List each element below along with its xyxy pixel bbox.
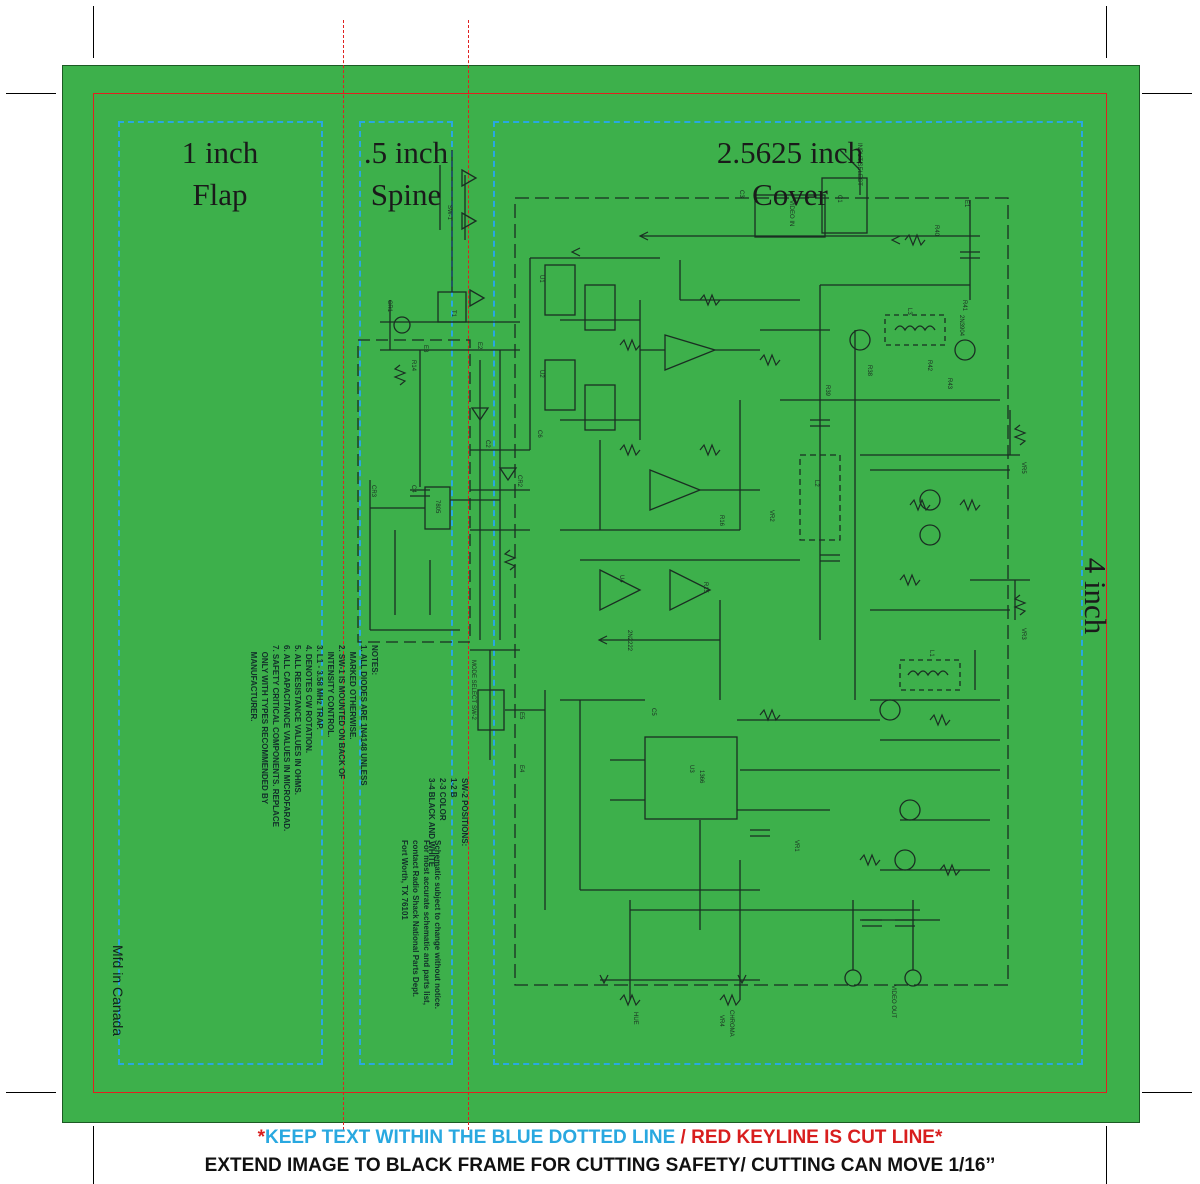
schematic-label: VR5: [1020, 462, 1026, 474]
bleed-area: [62, 65, 1140, 1123]
schematic-label: E1: [963, 200, 969, 208]
cover-width-text: 2.5625 inch: [716, 135, 864, 170]
safe-area-cover: [493, 121, 1083, 1065]
schematic-label: C6: [536, 430, 542, 438]
schematic-label: U4: [618, 575, 624, 583]
spine-title-text: Spine: [370, 177, 442, 212]
spine-width-text: .5 inch: [363, 135, 449, 170]
footer-instruction-line-1: *KEEP TEXT WITHIN THE BLUE DOTTED LINE /…: [0, 1127, 1200, 1149]
schematic-label: CR2: [516, 475, 522, 488]
crop-mark-left-top: [6, 93, 56, 94]
schematic-label: INPUT SELECT: [856, 143, 862, 186]
schematic-label: MODE SELECT: [470, 660, 476, 703]
flap-label: 1 inch Flap: [120, 132, 320, 216]
schematic-notes: NOTES: 1. ALL DIODES ARE 1N4148 UNLESS M…: [249, 645, 379, 832]
safe-area-spine: [359, 121, 453, 1065]
schematic-label: E3: [422, 345, 428, 353]
schematic-label: CHROMA: [728, 1010, 734, 1037]
footer-blue-instruction: KEEP TEXT WITHIN THE BLUE DOTTED LINE: [265, 1127, 676, 1148]
schematic-label: R43: [946, 378, 952, 390]
schematic-label: R38: [866, 365, 872, 377]
schematic-label: E2: [476, 342, 482, 350]
schematic-label: VIDEO IN: [788, 200, 794, 226]
schematic-label: U1: [538, 275, 544, 283]
footer-star-open: *: [257, 1127, 265, 1148]
crop-mark-right-bottom: [1142, 1092, 1192, 1093]
schematic-label: R16: [718, 515, 724, 527]
schematic-label: C2: [484, 440, 490, 448]
footer-star-close: *: [934, 1127, 943, 1148]
schematic-label: HUE: [632, 1012, 638, 1025]
schematic-label: VR3: [1020, 628, 1026, 640]
schematic-label: L1: [928, 650, 934, 657]
schematic-label: E4: [518, 765, 524, 773]
schematic-label: E5: [518, 712, 524, 720]
schematic-label: CR1: [386, 300, 392, 313]
schematic-label: R42: [926, 360, 932, 372]
fold-line-spine-cover: [468, 20, 469, 1130]
schematic-label: CR3: [370, 485, 376, 498]
spine-label: .5 inch Spine: [352, 132, 460, 216]
crop-mark-right-top: [1142, 93, 1192, 94]
fold-line-flap-spine: [343, 20, 344, 1130]
schematic-label: L3: [906, 308, 912, 315]
schematic-label: C4: [410, 485, 416, 493]
red-keyline: [93, 93, 1107, 1093]
cover-title-text: Cover: [752, 177, 828, 212]
schematic-label: 2N3904: [958, 315, 964, 337]
schematic-label: VR1: [793, 840, 799, 852]
schematic-label: 7805: [434, 500, 440, 514]
schematic-label: VR4: [718, 1015, 724, 1027]
crop-mark-bottom-right: [1106, 1126, 1107, 1184]
footer-red-instruction: / RED KEYLINE IS CUT LINE: [675, 1127, 935, 1148]
crop-mark-left-bottom: [6, 1092, 56, 1093]
schematic-label: R14: [410, 360, 416, 372]
cover-label: 2.5625 inch Cover: [640, 132, 940, 216]
schematic-disclaimer: Schematic subject to change without noti…: [400, 840, 442, 1009]
schematic-label: R39: [824, 385, 830, 397]
schematic-label: C5: [650, 708, 656, 716]
schematic-label: U2: [538, 370, 544, 378]
schematic-label: U3: [688, 765, 694, 773]
crop-mark-bottom-left: [93, 1126, 94, 1184]
schematic-label: VR2: [768, 510, 774, 522]
schematic-label: R41: [961, 300, 967, 312]
safe-area-flap: [118, 121, 323, 1065]
schematic-label: L2: [813, 480, 819, 487]
height-label: 4 inch: [1078, 557, 1113, 635]
schematic-label: R15: [702, 582, 708, 594]
schematic-label: R40: [933, 225, 939, 237]
crop-mark-top-left: [93, 6, 94, 58]
flap-title-text: Flap: [192, 177, 248, 212]
schematic-label: 2N2222: [626, 630, 632, 652]
schematic-label: C1: [836, 195, 842, 203]
schematic-label: 1366: [698, 770, 704, 784]
flap-width-text: 1 inch: [181, 135, 259, 170]
schematic-label: SW-2: [470, 705, 476, 721]
schematic-label: VIDEO OUT: [890, 985, 896, 1018]
schematic-label: T1: [450, 310, 456, 318]
crop-mark-top-right: [1106, 6, 1107, 58]
footer-instruction-line-2: EXTEND IMAGE TO BLACK FRAME FOR CUTTING …: [204, 1155, 996, 1176]
schematic-label: C3: [738, 190, 744, 198]
schematic-label: SW-1: [446, 205, 452, 221]
made-in-canada-text: Mfd in Canada: [110, 945, 126, 1037]
